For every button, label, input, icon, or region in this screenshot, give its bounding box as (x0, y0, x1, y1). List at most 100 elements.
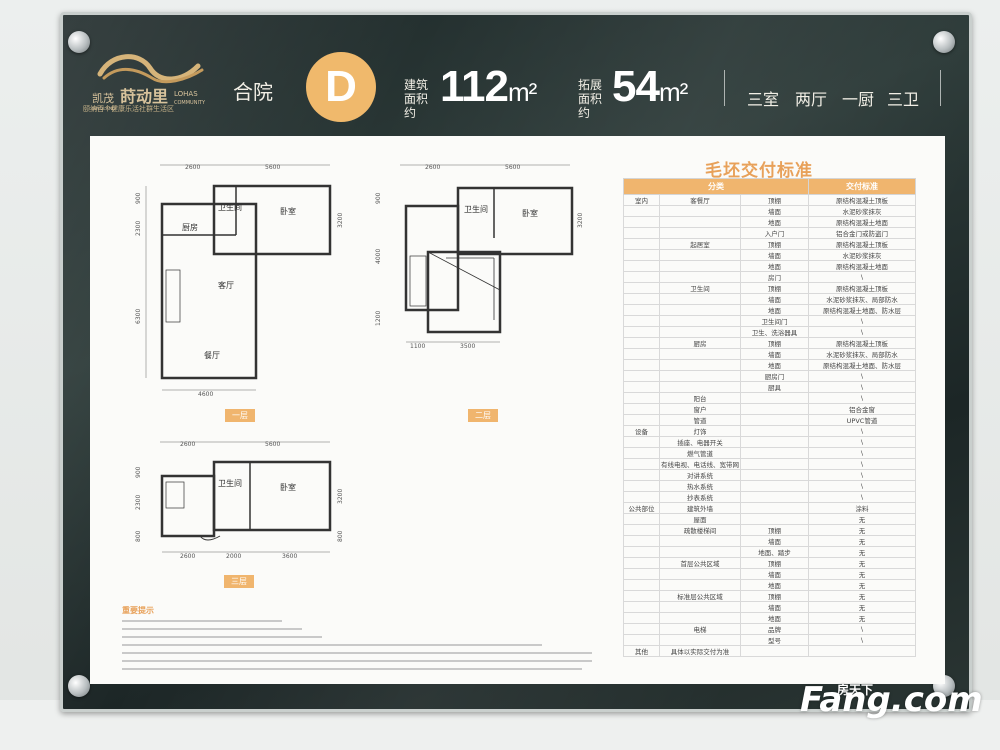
table-cell-it: 顶棚 (740, 238, 809, 250)
table-row: 设备灯饰\ (623, 425, 916, 437)
brand-en-1: LOHAS (174, 90, 198, 98)
table-cell-val: 铝合金门或防盗门 (808, 227, 916, 239)
table-cell-grp (623, 293, 660, 305)
table-cell-it: 墙面 (740, 348, 809, 360)
table-cell-sub: 卫生间 (659, 282, 741, 294)
table-cell-grp (623, 535, 660, 547)
table-cell-sub (659, 579, 741, 591)
table-row: 对讲系统\ (623, 469, 916, 481)
table-cell-val: 无 (808, 546, 916, 558)
table-cell-sub (659, 601, 741, 613)
table-cell-val: 无 (808, 557, 916, 569)
table-cell-it: 墙面 (740, 205, 809, 217)
table-cell-grp (623, 260, 660, 272)
table-row: 屋面无 (623, 513, 916, 525)
table-cell-val: \ (808, 623, 916, 635)
dim-text: 800 (135, 530, 142, 542)
brand-cn: 凯茂 (92, 91, 114, 105)
table-cell-sub: 电梯 (659, 623, 741, 635)
dim-text: 2600 (180, 553, 195, 560)
table-cell-val: 原结构混凝土顶板 (808, 337, 916, 349)
table-row: 地面无 (623, 612, 916, 624)
table-cell-grp (623, 216, 660, 228)
table-row: 墙面无 (623, 601, 916, 613)
table-cell-it: 地面 (740, 612, 809, 624)
table-cell-val: 原结构混凝土地面、防水层 (808, 304, 916, 316)
table-cell-val: \ (808, 425, 916, 437)
room-kitchen: 厨房 (182, 222, 198, 232)
table-cell-sub (659, 370, 741, 382)
table-header-standard: 交付标准 (808, 178, 916, 195)
dim-text: 4000 (375, 249, 382, 264)
dim-text: 5600 (265, 164, 280, 171)
table-cell-sub: 管道 (659, 414, 741, 426)
table-cell-grp (623, 249, 660, 261)
table-cell-val: 水泥砂浆抹灰、局部防水 (808, 348, 916, 360)
table-row: 卫生、洗浴器具\ (623, 326, 916, 338)
table-cell-val: 水泥砂浆抹灰 (808, 205, 916, 217)
room-bedroom: 卧室 (280, 206, 296, 216)
table-cell-val: 无 (808, 612, 916, 624)
table-cell-it: 顶棚 (740, 590, 809, 602)
table-cell-sub: 客餐厅 (659, 194, 741, 206)
table-cell-sub (659, 348, 741, 360)
dim-text: 900 (375, 192, 382, 204)
room-dining: 餐厅 (204, 351, 220, 360)
dim-text: 900 (135, 466, 142, 478)
room-bedroom: 卧室 (280, 482, 296, 492)
table-cell-sub (659, 205, 741, 217)
dim-text: 2300 (135, 221, 142, 236)
brand-tagline: 颐纳百个健康乐活社群生活区 (83, 105, 174, 113)
note-line (122, 644, 542, 646)
table-cell-sub (659, 359, 741, 371)
table-row: 地面无 (623, 579, 916, 591)
table-cell-grp (623, 205, 660, 217)
room-count-baths: 三卫 (887, 90, 920, 109)
table-cell-sub (659, 535, 741, 547)
dim-text: 3200 (337, 489, 344, 504)
table-cell-sub (659, 304, 741, 316)
table-cell-val: \ (808, 447, 916, 459)
table-header-category: 分类 (623, 178, 809, 195)
table-cell-sub (659, 612, 741, 624)
dim-text: 2300 (135, 495, 142, 510)
table-cell-val (808, 645, 916, 657)
plan-letter-badge: D (306, 52, 376, 122)
table-cell-grp (623, 436, 660, 448)
table-cell-val: 无 (808, 601, 916, 613)
table-row: 插座、电器开关\ (623, 436, 916, 448)
dim-text: 2000 (226, 553, 241, 560)
brand-en-2: COMMUNITY (174, 100, 206, 106)
table-cell-grp (623, 370, 660, 382)
table-row: 热水系统\ (623, 480, 916, 492)
table-cell-grp (623, 282, 660, 294)
table-cell-grp (623, 414, 660, 426)
dim-text: 6300 (135, 309, 142, 324)
table-cell-grp (623, 601, 660, 613)
table-cell-it: 房门 (740, 271, 809, 283)
table-cell-grp (623, 634, 660, 646)
table-cell-grp (623, 337, 660, 349)
floor1-tag: 一层 (225, 409, 255, 422)
table-cell-sub (659, 546, 741, 558)
table-cell-it: 地面 (740, 304, 809, 316)
table-cell-it: 型号 (740, 634, 809, 646)
watermark-small: 房天下 (837, 683, 874, 697)
table-cell-val: UPVC管道 (808, 414, 916, 426)
table-cell-sub (659, 293, 741, 305)
table-cell-sub: 首层公共区域 (659, 557, 741, 569)
table-cell-it (740, 480, 809, 492)
table-cell-sub (659, 568, 741, 580)
note-line (122, 628, 302, 630)
table-cell-it: 卫生间门 (740, 315, 809, 327)
table-cell-grp: 设备 (623, 425, 660, 437)
table-row: 阳台\ (623, 392, 916, 404)
table-row: 地面原结构混凝土地面 (623, 260, 916, 272)
table-cell-sub: 有线电视、电话线、宽带网 (659, 458, 741, 470)
divider (940, 70, 941, 106)
table-cell-val: 无 (808, 568, 916, 580)
table-cell-grp (623, 480, 660, 492)
table-cell-it: 顶棚 (740, 557, 809, 569)
table-row: 起居室顶棚原结构混凝土顶板 (623, 238, 916, 250)
built-area-label: 建筑面积约 (404, 78, 429, 120)
